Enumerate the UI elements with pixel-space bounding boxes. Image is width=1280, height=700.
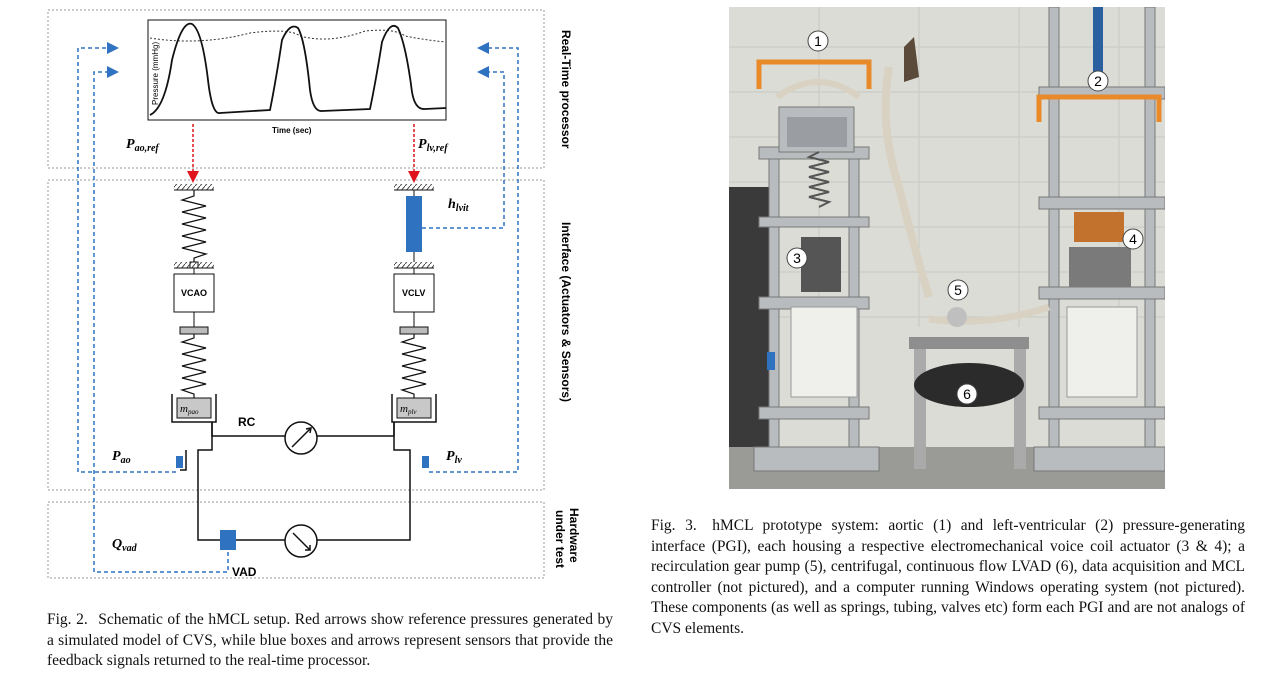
aortic-pressure-trace (149, 29, 447, 43)
lv-pressure-trace (149, 22, 447, 116)
marker-2: 2 (1094, 73, 1102, 89)
fig2-caption-text: Schematic of the hMCL setup. Red arrows … (47, 611, 614, 670)
vclv-label: VCLV (402, 288, 425, 298)
vad-flow-sensor (220, 530, 236, 550)
fig2-caption-label: Fig. 2. (47, 611, 88, 628)
prototype-photo-illustration: 1 2 3 4 5 6 (729, 7, 1165, 489)
vcao-box (173, 273, 215, 313)
fig2-caption: Fig. 2. Schematic of the hMCL setup. Red… (47, 610, 613, 672)
qvad-symbol: Qvad (112, 537, 138, 554)
realtime-section-box (47, 9, 545, 169)
fluid-circuit (180, 422, 411, 541)
mplv-label: mplv (400, 403, 417, 416)
plot-xlabel: Time (sec) (272, 126, 312, 135)
feedback-lines (77, 42, 519, 573)
aortic-spring-top (179, 190, 209, 262)
aortic-actuator-column: VCAO mpao (171, 184, 217, 423)
pao-symbol: Pao (112, 449, 131, 466)
pressure-plot: Pressure (mmHg) Time (sec) (147, 19, 447, 135)
realtime-label: Real-Time processor (559, 30, 573, 149)
fig3-prototype-photo: 1 2 3 4 5 6 (729, 7, 1165, 489)
plot-ylabel: Pressure (mmHg) (151, 42, 160, 105)
fig3-caption-text: hMCL prototype system: aortic (1) and le… (651, 517, 1245, 637)
hardware-section-box (47, 501, 545, 579)
marker-1: 1 (814, 33, 822, 49)
bracket-1 (756, 59, 872, 89)
fig2-schematic: Real-Time processor Interface (Actuators… (0, 0, 610, 600)
hlvit-symbol: hlvit (448, 197, 470, 214)
hardware-label-line1: Hardware (567, 508, 581, 563)
plv-symbol: Plv (446, 449, 462, 466)
rc-label: RC (238, 415, 256, 429)
interface-section-box (47, 179, 545, 491)
pao-sensor (176, 456, 183, 468)
vcao-label: VCAO (181, 288, 207, 298)
mplv-mass (396, 397, 432, 419)
plv-sensor (422, 456, 429, 468)
marker-6: 6 (963, 386, 971, 402)
bracket-2 (1036, 94, 1162, 122)
vad-label: VAD (232, 565, 257, 579)
marker-5: 5 (954, 282, 962, 298)
marker-3: 3 (793, 250, 801, 266)
lv-actuator-column: VCLV mplv (391, 184, 437, 423)
lv-spring-bottom (399, 334, 427, 398)
mpao-label: mpao (180, 403, 199, 416)
schematic-svg: Real-Time processor Interface (Actuators… (47, 9, 581, 579)
hlvit-sensor (406, 196, 422, 252)
fig3-caption: Fig. 3. hMCL prototype system: aortic (1… (651, 516, 1245, 640)
fig3-caption-label: Fig. 3. (651, 517, 697, 534)
plv-ref-symbol: Plv,ref (418, 137, 449, 154)
mpao-mass (176, 397, 212, 419)
interface-label: Interface (Actuators & Sensors) (559, 222, 573, 402)
pao-ref-symbol: Pao,ref (126, 137, 160, 154)
marker-4: 4 (1129, 231, 1137, 247)
hardware-label-line2: under test (553, 510, 567, 568)
aortic-spring-bottom (179, 334, 207, 398)
